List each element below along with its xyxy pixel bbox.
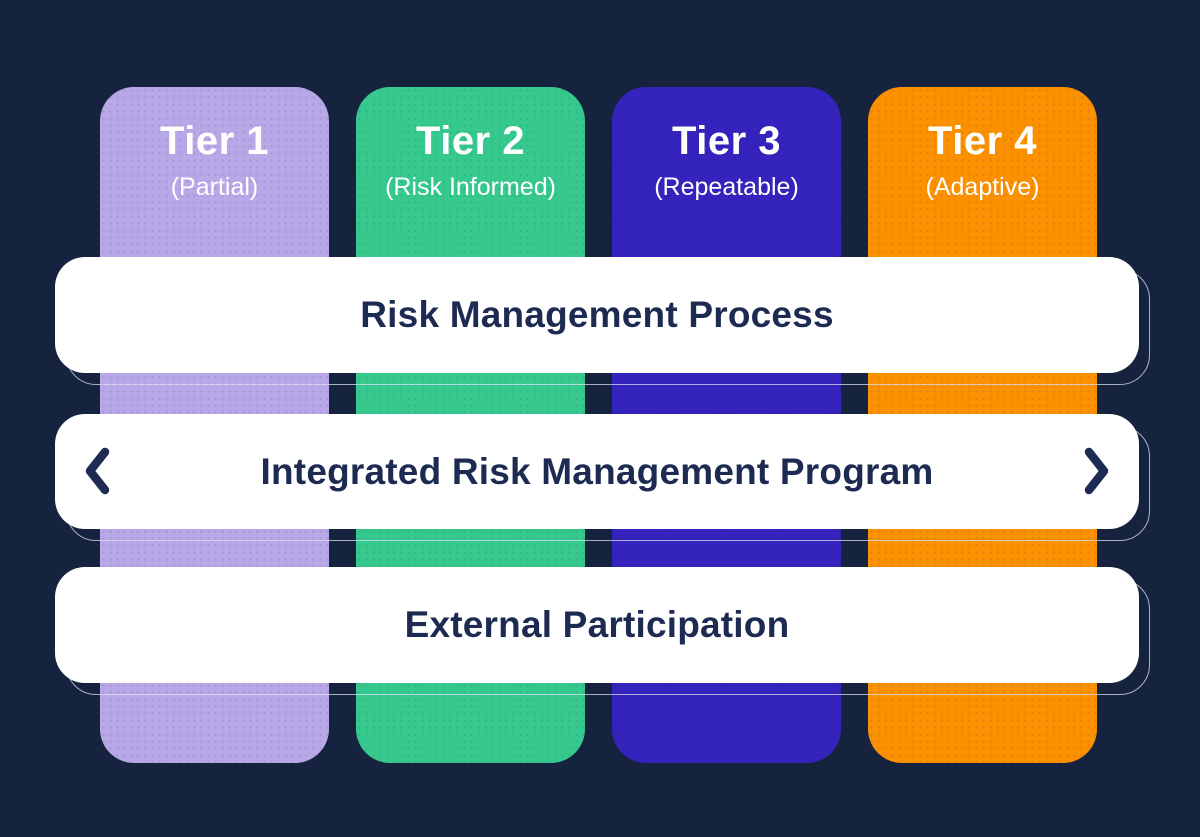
tier-4-title: Tier 4 bbox=[928, 119, 1037, 163]
bar-integrated-risk-management-program: Integrated Risk Management Program bbox=[55, 414, 1139, 529]
tier-2-title: Tier 2 bbox=[416, 119, 525, 163]
chevron-left-icon[interactable] bbox=[82, 445, 112, 497]
tier-4-subtitle: (Adaptive) bbox=[925, 173, 1040, 201]
tier-1-subtitle: (Partial) bbox=[170, 173, 259, 201]
tier-3-title: Tier 3 bbox=[672, 119, 781, 163]
bar-risk-management-process: Risk Management Process bbox=[55, 257, 1139, 373]
bar-external-participation: External Participation bbox=[55, 567, 1139, 683]
bar-label: Risk Management Process bbox=[360, 294, 834, 335]
tier-2-subtitle: (Risk Informed) bbox=[385, 173, 556, 201]
tier-3-subtitle: (Repeatable) bbox=[654, 173, 799, 201]
bar-label: Integrated Risk Management Program bbox=[260, 450, 934, 492]
chevron-right-icon[interactable] bbox=[1082, 445, 1112, 497]
bar-label: External Participation bbox=[404, 604, 790, 645]
tier-1-title: Tier 1 bbox=[160, 119, 269, 163]
